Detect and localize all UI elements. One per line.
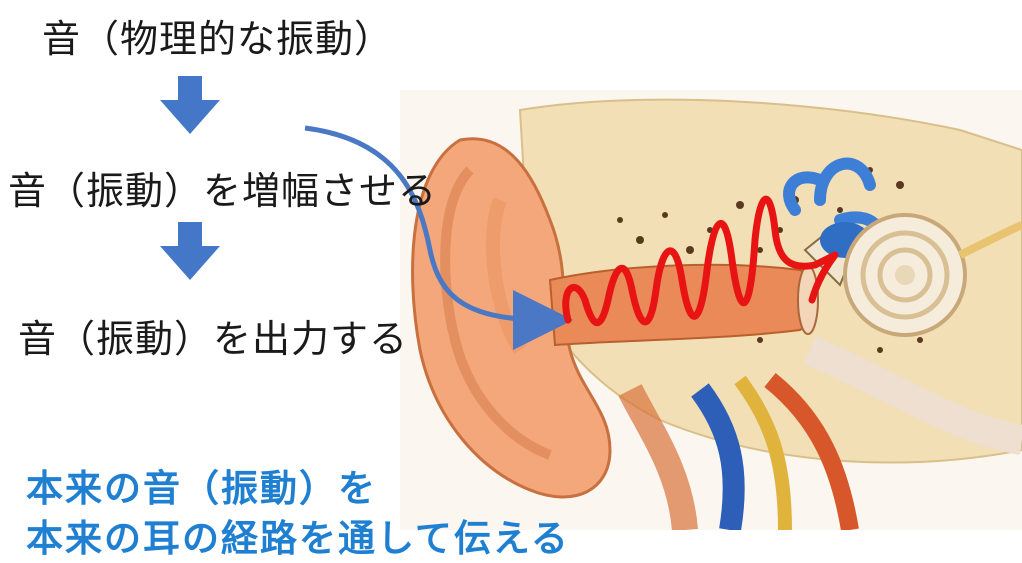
arrow-down-icon (160, 76, 220, 134)
conclusion-line-2: 本来の耳の経路を通して伝える (26, 508, 570, 562)
step-output-vibration: 音（振動）を出力する (18, 308, 408, 363)
step-physical-vibration: 音（物理的な振動） (42, 8, 393, 63)
ear-anatomy-illustration (400, 90, 1022, 530)
conclusion-line-1: 本来の音（振動）を (26, 458, 377, 512)
step-amplify-vibration: 音（振動）を増幅させる (8, 160, 437, 215)
arrow-down-icon (160, 222, 220, 280)
